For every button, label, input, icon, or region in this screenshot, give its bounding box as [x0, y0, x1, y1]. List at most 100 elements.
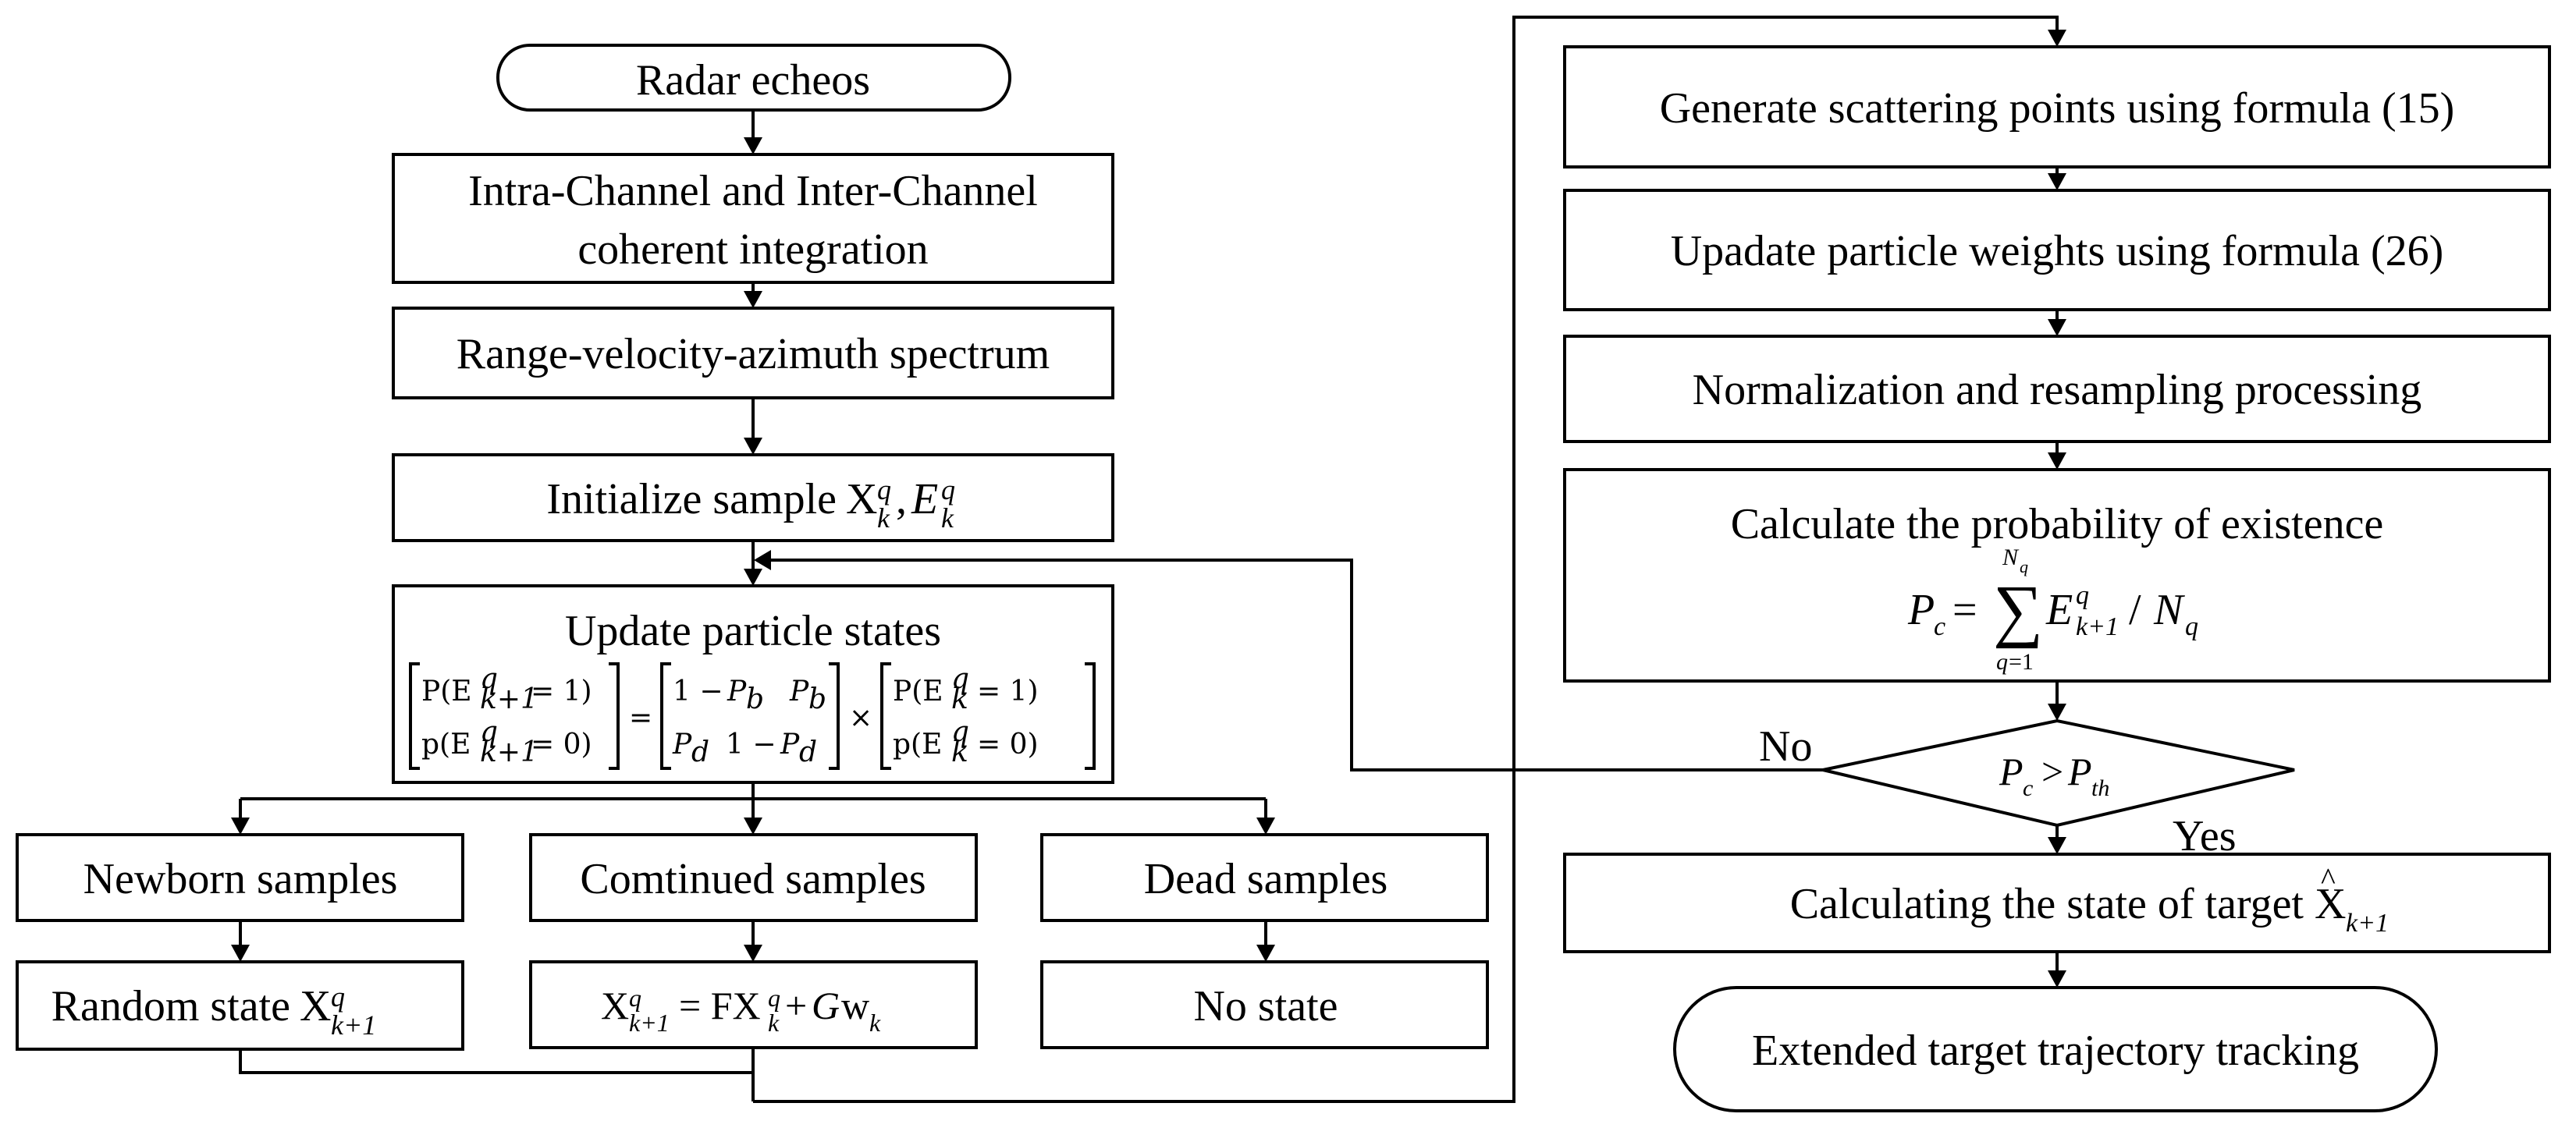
- threshold-decision-node: P c > P th: [1822, 718, 2295, 828]
- svg-text:b: b: [746, 683, 764, 715]
- svg-text:P(E: P(E: [421, 676, 472, 708]
- yes-branch-label: Yes: [2173, 812, 2236, 860]
- update-weights-label: Upadate particle weights using formula (…: [1671, 227, 2444, 275]
- dead-samples-label: Dead samples: [1144, 855, 1388, 903]
- svg-text:q: q: [1996, 649, 2008, 675]
- svg-text:X: X: [300, 982, 331, 1030]
- svg-text:k+1: k+1: [331, 1009, 376, 1041]
- svg-text:k: k: [869, 1009, 881, 1037]
- svg-text:q: q: [941, 474, 955, 505]
- svg-text:k+1: k+1: [480, 683, 538, 715]
- svg-text:q: q: [877, 474, 891, 505]
- svg-text:X: X: [601, 984, 629, 1027]
- svg-text:q: q: [2020, 557, 2028, 576]
- svg-text:= FX: = FX: [679, 984, 761, 1027]
- continued-samples-label: Comtinued samples: [580, 855, 926, 903]
- continued-samples-node: Comtinued samples: [529, 833, 978, 922]
- svg-text:q: q: [2185, 612, 2198, 641]
- probability-formula: P c = ∑ N q q =1 E q k+1 / N q: [1907, 544, 2198, 675]
- svg-text:d: d: [799, 736, 817, 768]
- svg-text:+: +: [785, 984, 807, 1027]
- svg-text:E: E: [911, 475, 938, 523]
- svg-text:p(E: p(E: [893, 729, 942, 761]
- svg-text:P: P: [780, 729, 800, 761]
- svg-text:q: q: [2076, 581, 2089, 610]
- update-weights-node: Upadate particle weights using formula (…: [1563, 189, 2551, 311]
- update-particle-states-node: Update particle states P(E q k+1 = 1) p(…: [392, 584, 1114, 784]
- svg-text:P: P: [789, 676, 809, 708]
- probability-of-existence-node: Calculate the probability of existence P…: [1563, 468, 2551, 683]
- initialize-sample-label: Initialize sample: [546, 475, 837, 523]
- continued-state-node: X q k+1 = FX q k + G w k: [529, 960, 978, 1049]
- extended-tracking-label: Extended target trajectory tracking: [1752, 1027, 2359, 1075]
- svg-text:^: ^: [2321, 861, 2336, 896]
- svg-text:c: c: [2023, 775, 2033, 801]
- svg-text:k+1: k+1: [480, 736, 538, 768]
- random-state-node: Random state X q k+1: [16, 960, 464, 1051]
- newborn-samples-node: Newborn samples: [16, 833, 464, 922]
- spectrum-node: Range-velocity-azimuth spectrum: [392, 307, 1114, 399]
- svg-text:=1: =1: [2009, 649, 2034, 675]
- no-state-node: No state: [1040, 960, 1489, 1049]
- no-branch-label: No: [1759, 722, 1812, 771]
- svg-text:/: /: [2129, 586, 2141, 634]
- svg-text:th: th: [2091, 775, 2109, 801]
- svg-text:P: P: [1999, 750, 2023, 793]
- svg-text:q: q: [951, 663, 969, 695]
- calculating-state-label: Calculating the state of target: [1790, 880, 2304, 928]
- svg-text:,: ,: [896, 475, 907, 523]
- random-state-formula: X q k+1: [300, 981, 376, 1041]
- probability-of-existence-label: Calculate the probability of existence: [1731, 500, 2384, 548]
- extended-tracking-node: Extended target trajectory tracking: [1673, 986, 2438, 1112]
- svg-text:= 1): = 1): [531, 676, 592, 708]
- svg-text:q: q: [331, 981, 345, 1013]
- svg-text:k: k: [877, 502, 890, 534]
- update-particle-states-label: Update particle states: [565, 607, 941, 655]
- generate-scattering-node: Generate scattering points using formula…: [1563, 45, 2551, 168]
- svg-text:P(E: P(E: [893, 676, 943, 708]
- svg-text:=: =: [1952, 586, 1977, 634]
- svg-text:N: N: [2153, 586, 2185, 634]
- svg-text:= 0): = 0): [977, 729, 1039, 761]
- spectrum-label: Range-velocity-azimuth spectrum: [457, 330, 1050, 378]
- svg-text:k: k: [941, 502, 954, 534]
- svg-text:∑: ∑: [1993, 572, 2043, 649]
- coherent-integration-label-line1: Intra-Channel and Inter-Channel: [468, 167, 1038, 215]
- svg-text:q: q: [629, 984, 641, 1012]
- svg-text:c: c: [1934, 612, 1945, 641]
- newborn-samples-label: Newborn samples: [83, 855, 398, 903]
- svg-text:q: q: [951, 716, 969, 748]
- svg-text:q: q: [768, 984, 780, 1012]
- svg-text:1 −: 1 −: [726, 729, 776, 761]
- svg-text:=: =: [629, 702, 652, 734]
- svg-text:p(E: p(E: [421, 729, 471, 761]
- threshold-formula: P c > P th: [1999, 750, 2109, 801]
- estimated-state-formula: X ^ k+1: [2315, 861, 2389, 938]
- svg-text:k+1: k+1: [2346, 909, 2389, 938]
- svg-text:X: X: [2315, 880, 2346, 928]
- radar-echoes-node: Radar echeos: [496, 44, 1011, 112]
- svg-text:w: w: [841, 984, 869, 1027]
- svg-text:×: ×: [849, 702, 872, 734]
- no-state-label: No state: [1193, 982, 1338, 1030]
- svg-text:N: N: [2002, 544, 2020, 570]
- initialize-sample-node: Initialize sample X q k , E q k: [392, 453, 1114, 542]
- svg-text:k: k: [951, 683, 968, 715]
- generate-scattering-label: Generate scattering points using formula…: [1660, 84, 2455, 133]
- svg-text:P: P: [727, 676, 747, 708]
- svg-text:d: d: [691, 736, 709, 768]
- continued-state-formula: X q k+1 = FX q k + G w k: [601, 984, 881, 1037]
- svg-text:k: k: [768, 1009, 780, 1037]
- random-state-label: Random state: [52, 982, 290, 1030]
- svg-text:P: P: [2067, 750, 2092, 793]
- connectors: [231, 16, 2066, 1103]
- svg-text:k+1: k+1: [2076, 612, 2119, 641]
- normalization-label: Normalization and resampling processing: [1693, 366, 2422, 414]
- initialize-sample-formula: X q k , E q k: [846, 474, 955, 534]
- transition-matrix-equation: P(E q k+1 = 1) p(E q k+1 = 0) = 1 − P b …: [409, 662, 1096, 770]
- svg-text:G: G: [812, 984, 840, 1027]
- svg-text:= 1): = 1): [977, 676, 1039, 708]
- dead-samples-node: Dead samples: [1040, 833, 1489, 922]
- calculating-state-node: Calculating the state of target X ^ k+1: [1563, 853, 2551, 953]
